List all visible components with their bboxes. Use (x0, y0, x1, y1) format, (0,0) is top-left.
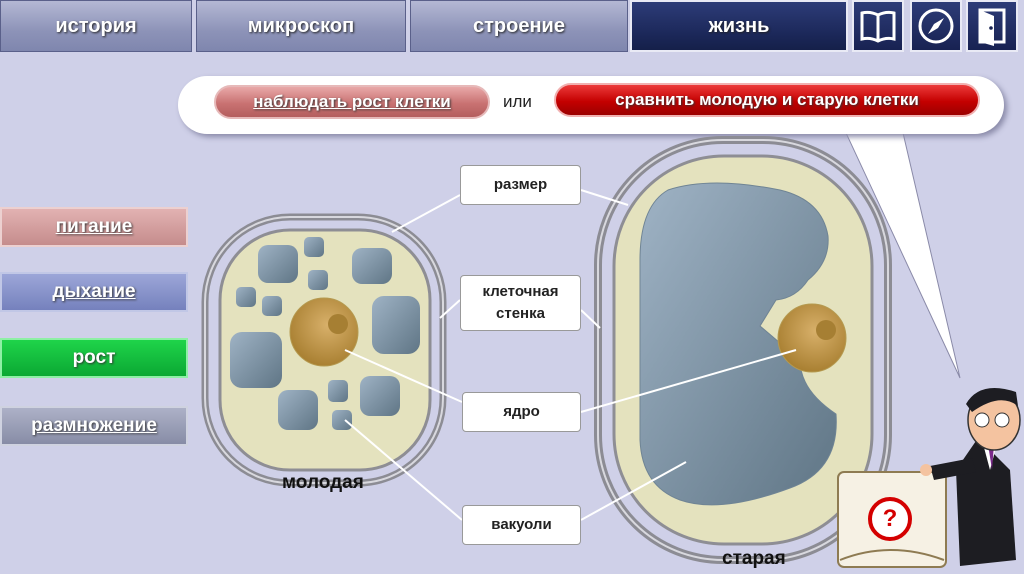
label-size[interactable]: размер (460, 165, 581, 205)
label-vacuoles-text: вакуоли (491, 514, 551, 536)
label-cell-wall-line2: стенка (496, 303, 545, 325)
label-vacuoles[interactable]: вакуоли (462, 505, 581, 545)
label-cell-wall[interactable]: клеточная стенка (460, 275, 581, 331)
label-size-text: размер (494, 174, 547, 196)
label-nucleus-text: ядро (503, 401, 540, 423)
help-button[interactable]: ? (868, 497, 912, 541)
young-cell (205, 217, 443, 483)
caption-old: старая (722, 548, 786, 570)
label-nucleus[interactable]: ядро (462, 392, 581, 432)
caption-young: молодая (282, 472, 364, 494)
label-cell-wall-line1: клеточная (483, 281, 559, 303)
help-question-icon: ? (883, 505, 898, 533)
